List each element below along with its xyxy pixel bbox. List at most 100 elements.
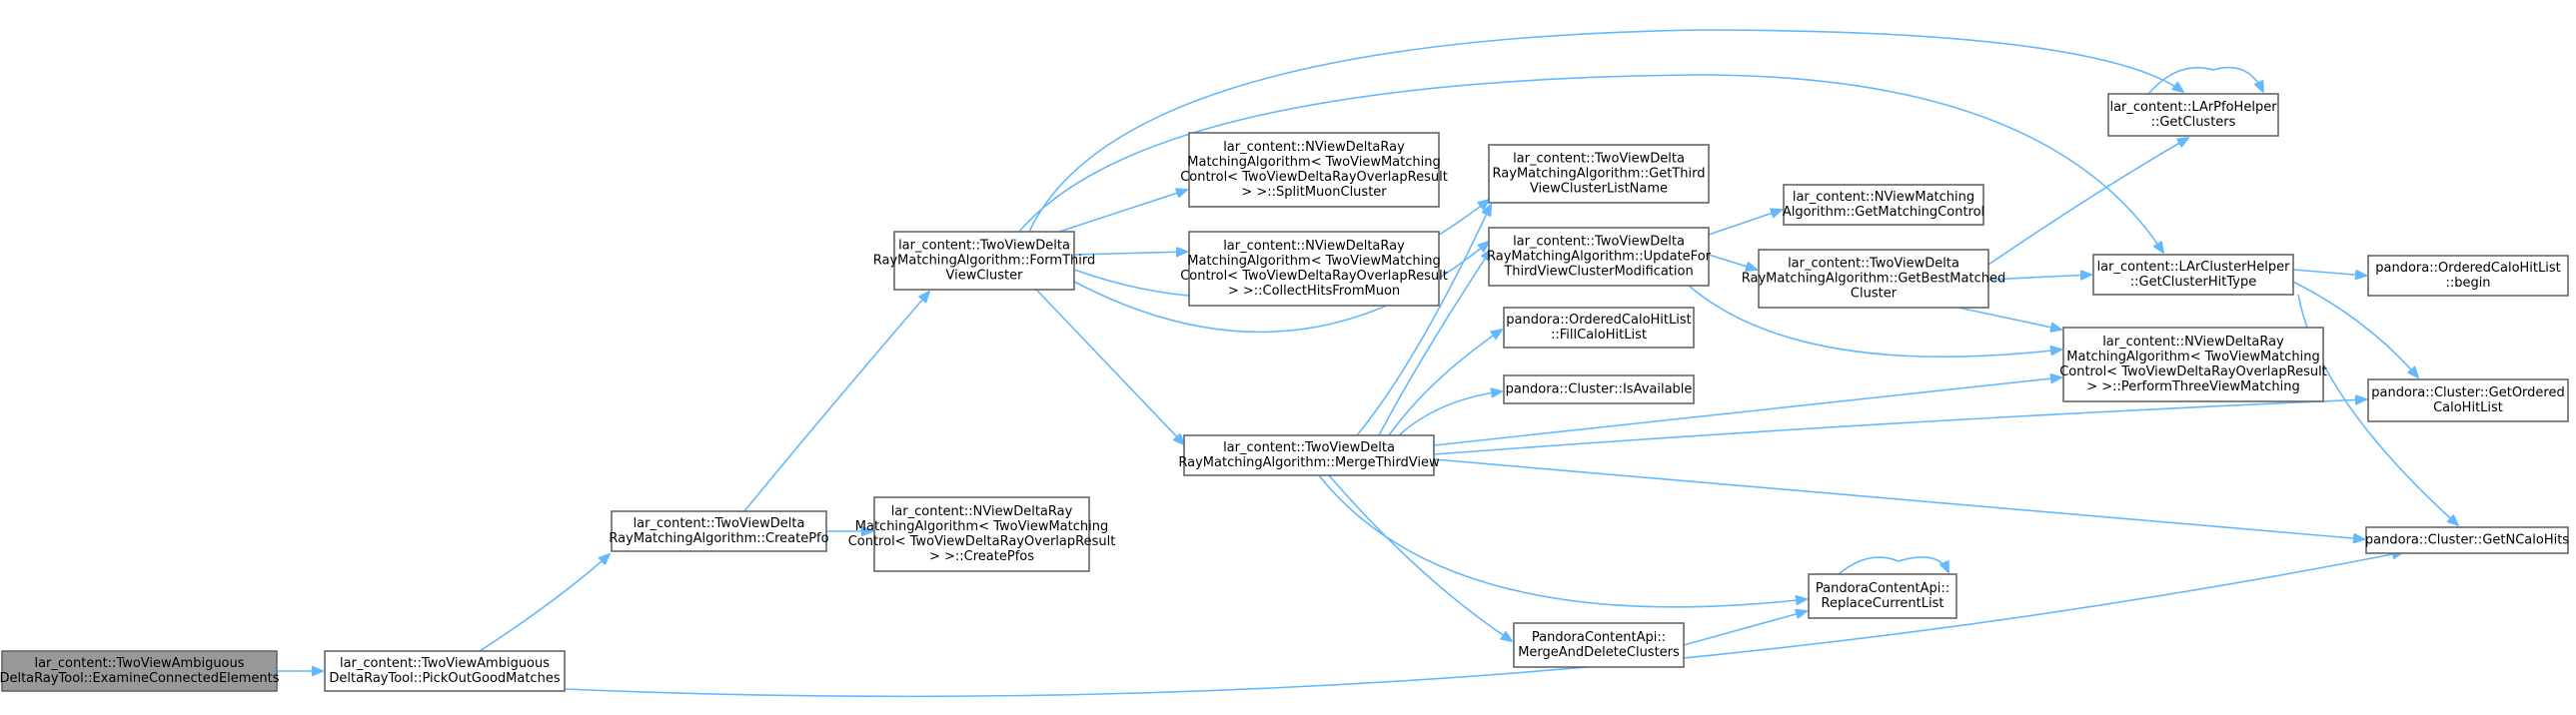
node-box[interactable] [2365,526,2569,554]
node-label-line: lar_content::LArClusterHelper [2097,260,2291,275]
call-edge-16 [1433,377,2061,446]
node-box[interactable] [1488,227,1710,287]
graph-node-n13[interactable]: PandoraContentApi::ReplaceCurrentList [1808,573,1957,619]
node-label-line: DeltaRayTool::PickOutGoodMatches [329,671,560,686]
node-label-line: ::GetClusters [2151,115,2236,130]
edges-layer [277,29,2458,698]
call-edge-28 [2292,281,2418,377]
node-box[interactable] [1503,307,1695,349]
call-edge-31 [1838,556,1948,575]
graph-node-n21[interactable]: pandora::Cluster::GetNCaloHits [2365,526,2569,554]
graph-node-n11[interactable]: pandora::Cluster::IsAvailable [1503,374,1695,404]
graph-node-n4[interactable]: lar_content::TwoViewDeltaRayMatchingAlgo… [873,231,1096,291]
node-label-line: PandoraContentApi:: [1532,630,1666,645]
node-label-line: > >::PerformThreeViewMatching [2086,379,2300,394]
graph-node-n16[interactable]: lar_content::LArPfoHelper::GetClusters [2107,93,2279,137]
node-label-line: lar_content::NViewDeltaRay [2102,335,2284,350]
node-label-line: MatchingAlgorithm< TwoViewMatching [855,519,1108,534]
call-edge-3 [743,292,929,512]
call-edge-7 [1073,252,1187,255]
node-label-line: lar_content::NViewMatching [1793,190,1974,205]
node-box[interactable] [1,650,278,692]
node-label-line: lar_content::TwoViewAmbiguous [340,656,550,671]
node-label-line: DeltaRayTool::ExamineConnectedElements [0,671,280,686]
graph-node-n7[interactable]: lar_content::TwoViewDeltaRayMatchingAlgo… [1178,434,1440,476]
call-edge-1 [479,554,610,652]
node-box[interactable] [2092,254,2294,296]
graph-node-n18[interactable]: lar_content::NViewDeltaRayMatchingAlgori… [2059,327,2327,402]
graph-node-n10[interactable]: pandora::OrderedCaloHitList::FillCaloHit… [1503,307,1695,349]
graph-node-n14[interactable]: lar_content::NViewMatchingAlgorithm::Get… [1783,184,1984,226]
node-box[interactable] [1503,374,1695,404]
graph-node-n3[interactable]: lar_content::NViewDeltaRayMatchingAlgori… [848,496,1116,572]
node-box[interactable] [2367,378,2569,422]
node-box[interactable] [1808,573,1957,619]
node-label-line: RayMatchingAlgorithm::UpdateFor [1487,250,1712,265]
call-edge-14 [1388,330,1502,436]
node-box[interactable] [611,510,827,552]
node-label-line: MatchingAlgorithm< TwoViewMatching [2066,350,2319,364]
graph-node-n0[interactable]: lar_content::TwoViewAmbiguousDeltaRayToo… [0,650,280,692]
node-box[interactable] [2367,255,2569,297]
node-box[interactable] [2062,327,2324,402]
node-box[interactable] [1758,249,1989,309]
node-label-line: lar_content::NViewDeltaRay [1223,140,1405,155]
node-label-line: RayMatchingAlgorithm::GetThird [1493,167,1706,182]
node-label-line: lar_content::TwoViewDelta [1223,440,1395,455]
node-label-line: > >::SplitMuonCluster [1241,185,1387,200]
graph-node-n1[interactable]: lar_content::TwoViewAmbiguousDeltaRayToo… [324,650,566,692]
node-label-line: RayMatchingAlgorithm::FormThird [873,254,1096,269]
node-box[interactable] [2107,93,2279,137]
node-label-line: lar_content::NViewDeltaRay [1223,239,1405,254]
node-label-line: RayMatchingAlgorithm::CreatePfo [609,531,828,546]
graph-node-n2[interactable]: lar_content::TwoViewDeltaRayMatchingAlgo… [609,510,829,552]
graph-node-n17[interactable]: lar_content::LArClusterHelper::GetCluste… [2092,254,2294,296]
node-label-line: Control< TwoViewDeltaRayOverlapResult [1180,269,1448,284]
graph-node-n12[interactable]: PandoraContentApi::MergeAndDeleteCluster… [1513,622,1685,668]
call-edge-25 [1987,275,2091,281]
node-label-line: ReplaceCurrentList [1822,596,1944,611]
call-edge-22 [1708,254,1757,270]
call-edge-9 [1018,74,2163,253]
node-label-line: MatchingAlgorithm< TwoViewMatching [1187,155,1440,170]
call-edge-5 [1018,271,1184,444]
node-box[interactable] [873,496,1090,572]
call-edge-15 [1398,391,1502,436]
node-label-line: PandoraContentApi:: [1816,581,1949,596]
call-edge-17 [1433,399,2366,455]
graph-node-n19[interactable]: pandora::OrderedCaloHitList::begin [2367,255,2569,297]
call-edge-26 [1957,307,2061,330]
node-box[interactable] [893,231,1075,291]
call-edge-32 [2147,66,2263,95]
node-box[interactable] [1488,144,1710,204]
call-edge-23 [1688,285,2061,358]
node-label-line: Cluster [1851,287,1898,302]
graph-node-n6[interactable]: lar_content::NViewDeltaRayMatchingAlgori… [1180,231,1448,307]
node-label-line: ViewCluster [946,269,1024,284]
node-box[interactable] [1183,434,1435,476]
node-box[interactable] [324,650,566,692]
node-label-line: ::FillCaloHitList [1551,328,1647,343]
call-edge-8 [1028,29,2183,233]
node-label-line: MergeAndDeleteClusters [1518,645,1680,660]
node-label-line: CaloHitList [2433,400,2503,415]
node-box[interactable] [1513,622,1685,668]
node-label-line: Control< TwoViewDeltaRayOverlapResult [848,534,1116,549]
node-label-line: lar_content::TwoViewDelta [898,239,1070,254]
node-label-line: lar_content::TwoViewDelta [1513,152,1685,167]
node-label-line: MatchingAlgorithm< TwoViewMatching [1187,254,1440,269]
node-label-line: RayMatchingAlgorithm::MergeThirdView [1178,455,1440,470]
call-edge-18 [1433,458,2364,539]
graph-node-n8[interactable]: lar_content::TwoViewDeltaRayMatchingAlgo… [1488,144,1710,204]
graph-node-n9[interactable]: lar_content::TwoViewDeltaRayMatchingAlgo… [1487,227,1712,287]
graph-node-n5[interactable]: lar_content::NViewDeltaRayMatchingAlgori… [1180,132,1448,208]
node-box[interactable] [1188,132,1440,208]
node-box[interactable] [1783,184,1984,226]
node-box[interactable] [1188,231,1440,307]
node-label-line: ::GetClusterHitType [2130,275,2256,290]
graph-node-n15[interactable]: lar_content::TwoViewDeltaRayMatchingAlgo… [1742,249,2005,309]
node-label-line: pandora::Cluster::IsAvailable [1506,382,1693,397]
node-label-line: Control< TwoViewDeltaRayOverlapResult [1180,170,1448,185]
